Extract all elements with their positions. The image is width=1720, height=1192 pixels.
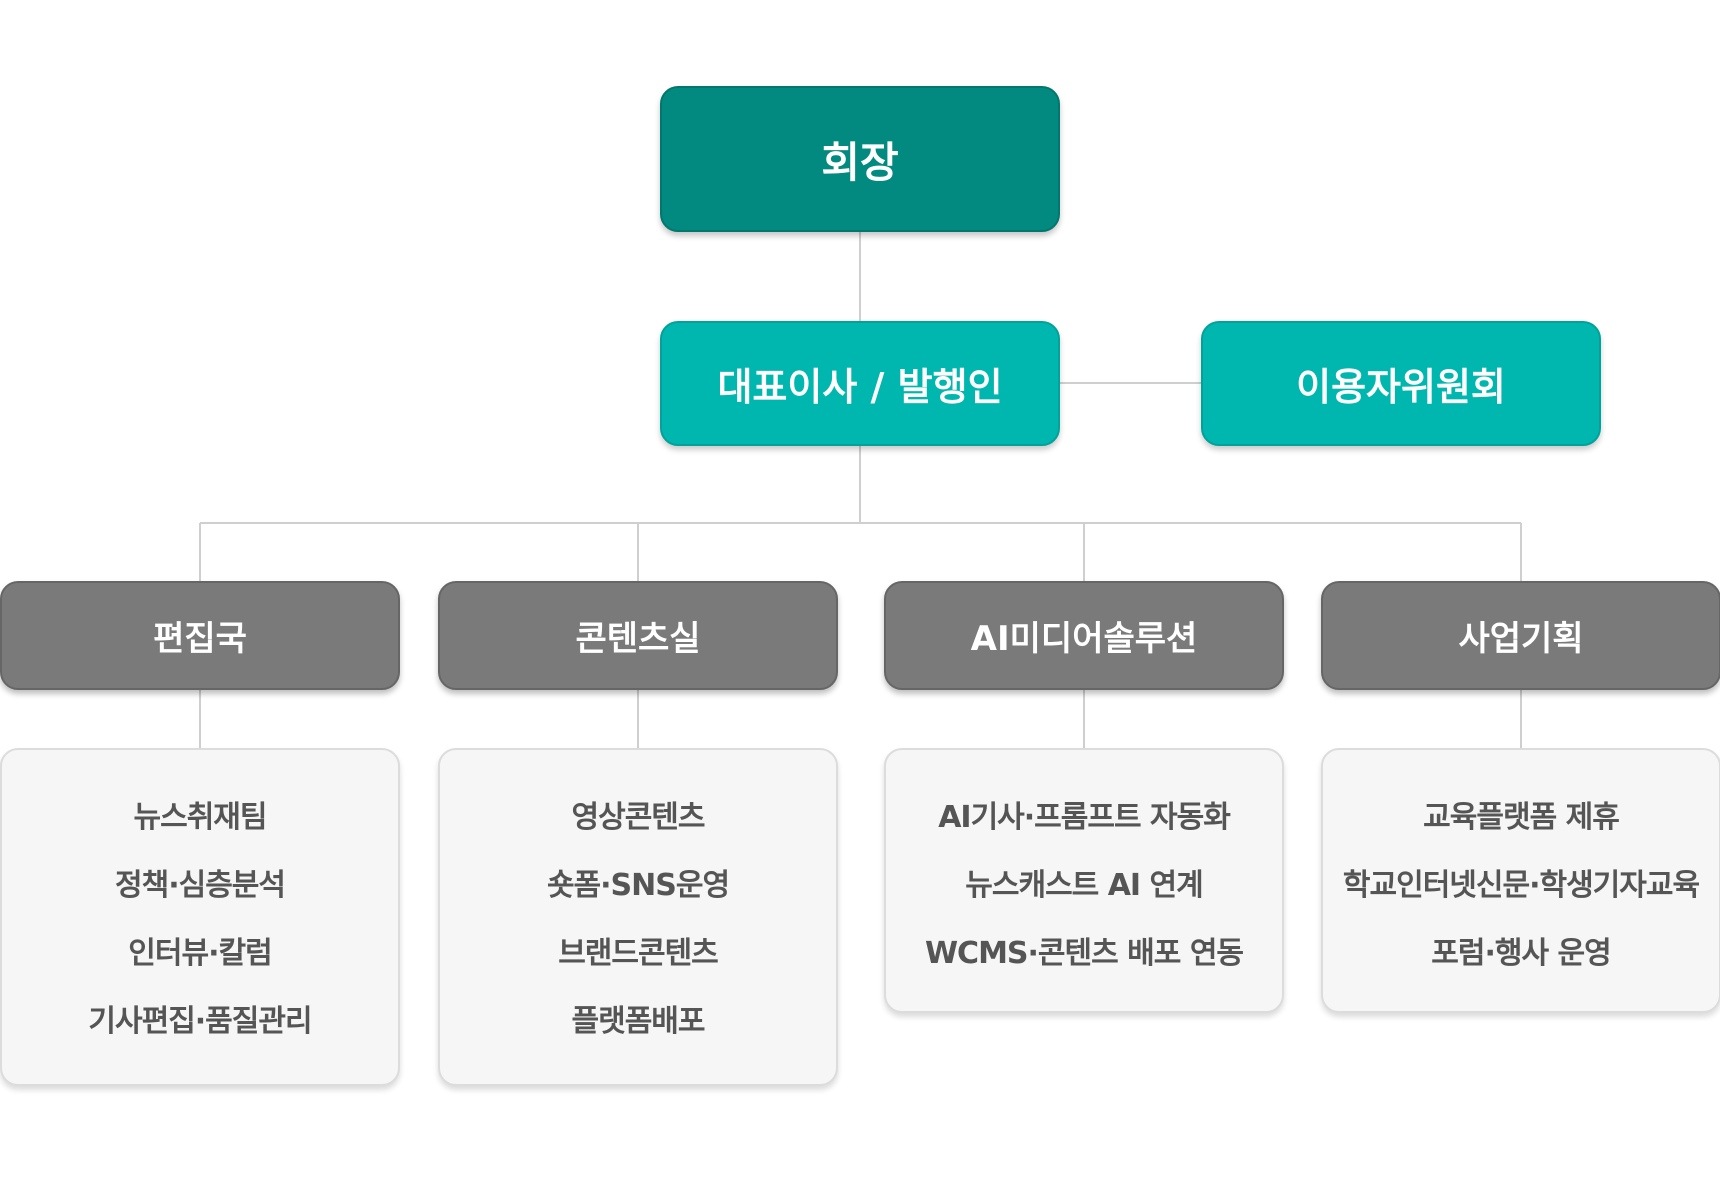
department-box-content: 콘텐츠실 (438, 581, 838, 690)
department-detail-content: 영상콘텐츠 숏폼·SNS운영 브랜드콘텐츠 플랫폼배포 (438, 748, 838, 1086)
detail-item: 브랜드콘텐츠 (558, 936, 719, 971)
detail-item: 숏폼·SNS운영 (546, 868, 730, 903)
department-label: 편집국 (153, 619, 247, 659)
department-detail-business: 교육플랫폼 제휴 학교인터넷신문·학생기자교육 포럼·행사 운영 (1321, 748, 1720, 1013)
committee-box: 이용자위원회 (1201, 321, 1601, 446)
department-label: 사업기획 (1458, 619, 1584, 659)
detail-item: 기사편집·품질관리 (88, 1004, 312, 1039)
department-label: 콘텐츠실 (575, 619, 701, 659)
detail-item: 정책·심층분석 (115, 868, 286, 903)
department-box-editorial: 편집국 (0, 581, 400, 690)
detail-item: AI기사·프롬프트 자동화 (938, 800, 1231, 835)
detail-item: 교육플랫폼 제휴 (1423, 800, 1620, 835)
chairman-box: 회장 (660, 86, 1060, 232)
detail-item: 영상콘텐츠 (571, 800, 706, 835)
ceo-box: 대표이사 / 발행인 (660, 321, 1060, 446)
department-detail-editorial: 뉴스취재팀 정책·심층분석 인터뷰·칼럼 기사편집·품질관리 (0, 748, 400, 1086)
committee-label: 이용자위원회 (1296, 365, 1506, 409)
detail-item: 뉴스캐스트 AI 연계 (965, 868, 1203, 903)
detail-item: 플랫폼배포 (571, 1004, 706, 1039)
detail-item: 포럼·행사 운영 (1431, 936, 1611, 971)
chairman-label: 회장 (821, 137, 899, 187)
detail-item: 뉴스취재팀 (133, 800, 268, 835)
ceo-label: 대표이사 / 발행인 (717, 365, 1003, 409)
department-detail-ai-media: AI기사·프롬프트 자동화 뉴스캐스트 AI 연계 WCMS·콘텐츠 배포 연동 (884, 748, 1284, 1013)
detail-item: 인터뷰·칼럼 (128, 936, 272, 971)
department-label: AI미디어솔루션 (970, 619, 1198, 659)
department-box-business: 사업기획 (1321, 581, 1720, 690)
department-box-ai-media: AI미디어솔루션 (884, 581, 1284, 690)
detail-item: 학교인터넷신문·학생기자교육 (1342, 868, 1700, 903)
detail-item: WCMS·콘텐츠 배포 연동 (924, 936, 1244, 971)
